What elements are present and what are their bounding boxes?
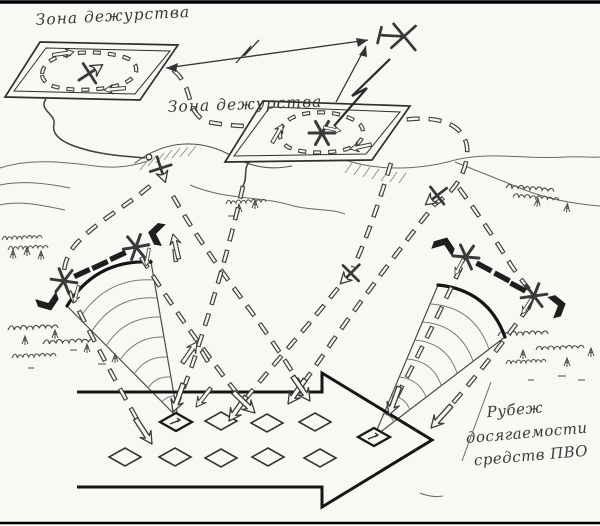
bold-dash — [91, 258, 109, 272]
flight-path-dashed — [172, 69, 469, 401]
arrowhead — [356, 38, 368, 47]
zone2-exit-path — [242, 161, 250, 187]
lightning-bolt-icon — [235, 39, 260, 64]
flight-path-dashed — [140, 256, 252, 410]
flight-path-dashed — [198, 345, 209, 363]
bold-dash — [509, 280, 527, 294]
flight-path-dashed — [172, 239, 178, 263]
flight-path-dashed — [278, 111, 364, 154]
arrowhead — [359, 46, 367, 57]
flight-path-dashed — [172, 195, 308, 397]
flight-path-dashed — [389, 266, 462, 411]
comm-link-arrow — [165, 39, 369, 69]
flank-group-left — [35, 221, 166, 315]
awacs-aircraft-icon — [376, 22, 417, 52]
arrowhead — [166, 63, 178, 72]
bold-dash — [493, 270, 511, 284]
zone2-label: Зона дежурства — [168, 93, 323, 116]
zone1-exit-path — [43, 98, 146, 159]
hill-hatching — [139, 145, 197, 171]
waypoint-dot — [145, 153, 153, 161]
flank-group-right — [431, 233, 569, 319]
pvo-range-label-line1: Рубеж — [485, 398, 544, 421]
air-defense-fan-left — [65, 260, 179, 419]
label-leader-line — [461, 381, 492, 462]
lightning-bolt-icon — [333, 58, 391, 127]
tank-diamond-target-icon — [355, 426, 393, 448]
tank-diamond-target-icon — [157, 411, 195, 433]
bold-dash — [73, 266, 91, 280]
flight-path-dashed — [62, 185, 151, 275]
bold-dash — [475, 260, 493, 274]
pvo-range-arc-right — [436, 283, 507, 339]
bold-dash — [109, 249, 127, 263]
trees-scribble — [1, 182, 595, 381]
tank-diamonds — [108, 411, 393, 468]
comm-links — [165, 38, 391, 127]
air-defense-fan-right — [373, 283, 507, 438]
flight-path-dashed — [68, 290, 149, 438]
attack-direction-arrow — [77, 370, 435, 510]
